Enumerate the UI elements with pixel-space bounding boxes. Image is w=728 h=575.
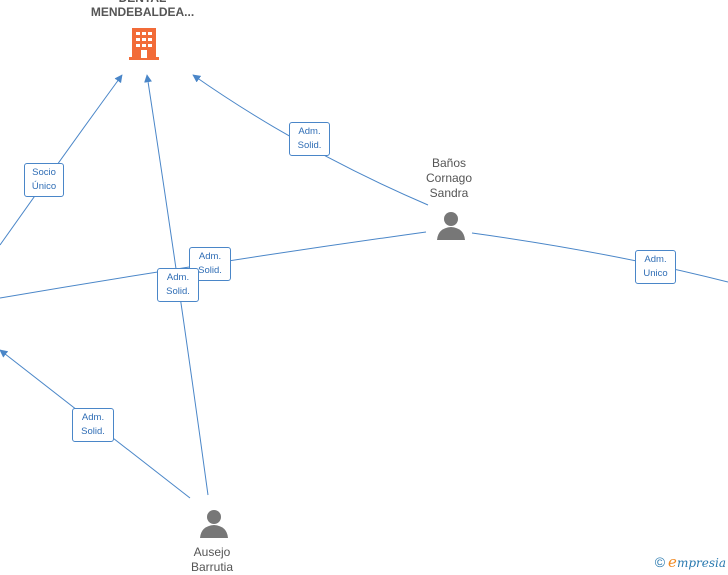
- footer-brand: © empresia: [655, 553, 726, 571]
- edge-banos-right: [471, 232, 728, 283]
- person-icon[interactable]: [199, 509, 229, 539]
- person-label-ausejo[interactable]: Ausejo Barrutia: [190, 545, 234, 574]
- brand-logo: empresia: [668, 553, 726, 571]
- edge-badge-adm-solid[interactable]: Adm. Solid.: [157, 268, 199, 302]
- edge-badge-adm-solid[interactable]: Adm. Solid.: [289, 122, 330, 156]
- company-label[interactable]: DENTAL MENDEBALDEA...: [90, 0, 195, 19]
- edge-badge-adm-solid[interactable]: Adm. Solid.: [72, 408, 114, 442]
- person-label-banos[interactable]: Baños Cornago Sandra: [425, 156, 473, 200]
- copyright-symbol: ©: [654, 554, 666, 570]
- person-icon[interactable]: [436, 211, 466, 241]
- edge-socio-unico: [0, 74, 123, 246]
- edge-badge-socio-unico[interactable]: Socio Único: [24, 163, 64, 197]
- building-icon[interactable]: [128, 26, 160, 60]
- edge-badge-adm-unico[interactable]: Adm. Unico: [635, 250, 676, 284]
- edge-badge-adm-solid[interactable]: Adm. Solid.: [189, 247, 231, 281]
